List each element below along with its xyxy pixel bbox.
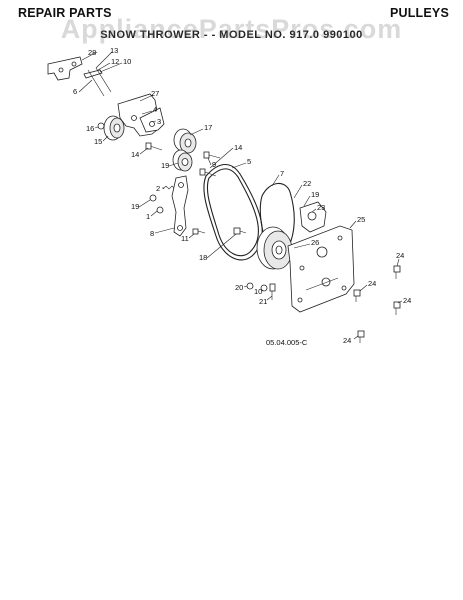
idler-pulley-part-15 xyxy=(103,115,125,141)
bolt-part-18 xyxy=(233,227,247,235)
housing-plate-part-25 xyxy=(287,225,355,313)
part-label: 19 xyxy=(311,190,319,199)
part-label: 6 xyxy=(73,87,77,96)
nut-part-19 xyxy=(149,194,157,202)
washer-part-16 xyxy=(97,122,105,130)
idler-arm-part-27 xyxy=(117,93,165,137)
part-label: 15 xyxy=(94,137,102,146)
double-pulley-part-17 xyxy=(172,128,197,172)
part-label: 20 xyxy=(235,283,243,292)
part-label: 25 xyxy=(357,215,365,224)
bolt-part-11 xyxy=(192,228,206,235)
bracket-part-28 xyxy=(47,56,83,81)
part-label: 12 xyxy=(111,57,119,66)
figure-code: 05.04.005-C xyxy=(266,338,308,347)
part-label: 9 xyxy=(212,160,216,169)
part-label: 26 xyxy=(311,238,319,247)
part-label: 23 xyxy=(317,203,325,212)
drive-belt-part-5-inner xyxy=(206,168,259,257)
watermark: AppliancePartsPros.com xyxy=(60,14,403,44)
part-label: 4 xyxy=(153,105,157,114)
bolt-part-24c xyxy=(393,301,401,315)
part-label: 22 xyxy=(303,179,311,188)
bolt-part-21 xyxy=(269,283,276,300)
part-label: 14 xyxy=(131,150,139,159)
bolt-part-9 xyxy=(203,151,221,159)
part-label: 2 xyxy=(156,184,160,193)
bolt-part-24b xyxy=(353,289,361,302)
model-subtitle: SNOW THROWER - - MODEL NO. 917.0 990100 xyxy=(100,29,363,41)
part-label: 18 xyxy=(199,253,207,262)
idler-arm-part-8 xyxy=(171,175,189,237)
part-label: 28 xyxy=(88,48,96,57)
part-label: 19 xyxy=(161,161,169,170)
part-label: 10 xyxy=(254,287,262,296)
part-label: 5 xyxy=(247,157,251,166)
part-label: 19 xyxy=(131,202,139,211)
part-label: 27 xyxy=(151,89,159,98)
drive-belt-part-5 xyxy=(203,163,263,261)
bracket-part-23 xyxy=(299,201,327,233)
part-number-labels: 28 13 12 10 6 4 27 3 16 15 14 17 9 14 5 … xyxy=(73,46,411,347)
page-topic-heading: PULLEYS xyxy=(389,6,449,20)
part-label: 21 xyxy=(259,297,267,306)
section-heading: REPAIR PARTS xyxy=(18,6,112,20)
washer-part-1 xyxy=(156,206,164,214)
part-label: 16 xyxy=(86,124,94,133)
rod-part-13 xyxy=(83,67,112,97)
part-label: 24 xyxy=(343,336,351,345)
leader-lines xyxy=(78,51,403,340)
part-label: 10 xyxy=(123,57,131,66)
part-label: 13 xyxy=(110,46,118,55)
washer-part-20 xyxy=(246,282,254,290)
part-label: 24 xyxy=(403,296,411,305)
bolt-part-24a xyxy=(393,265,401,279)
bolt-part-14b xyxy=(199,168,217,177)
part-label: 24 xyxy=(396,251,404,260)
part-label: 14 xyxy=(234,143,242,152)
part-label: 24 xyxy=(368,279,376,288)
nut-part-10 xyxy=(260,284,268,292)
part-label: 3 xyxy=(157,117,161,126)
part-label: 11 xyxy=(181,234,189,243)
part-label: 17 xyxy=(204,123,212,132)
part-label: 7 xyxy=(280,169,284,178)
bolt-part-24d xyxy=(357,330,365,343)
part-label: 1 xyxy=(146,212,150,221)
drive-pulley-part-26 xyxy=(256,226,293,270)
part-label: 8 xyxy=(150,229,154,238)
bolt-part-14 xyxy=(145,142,163,151)
